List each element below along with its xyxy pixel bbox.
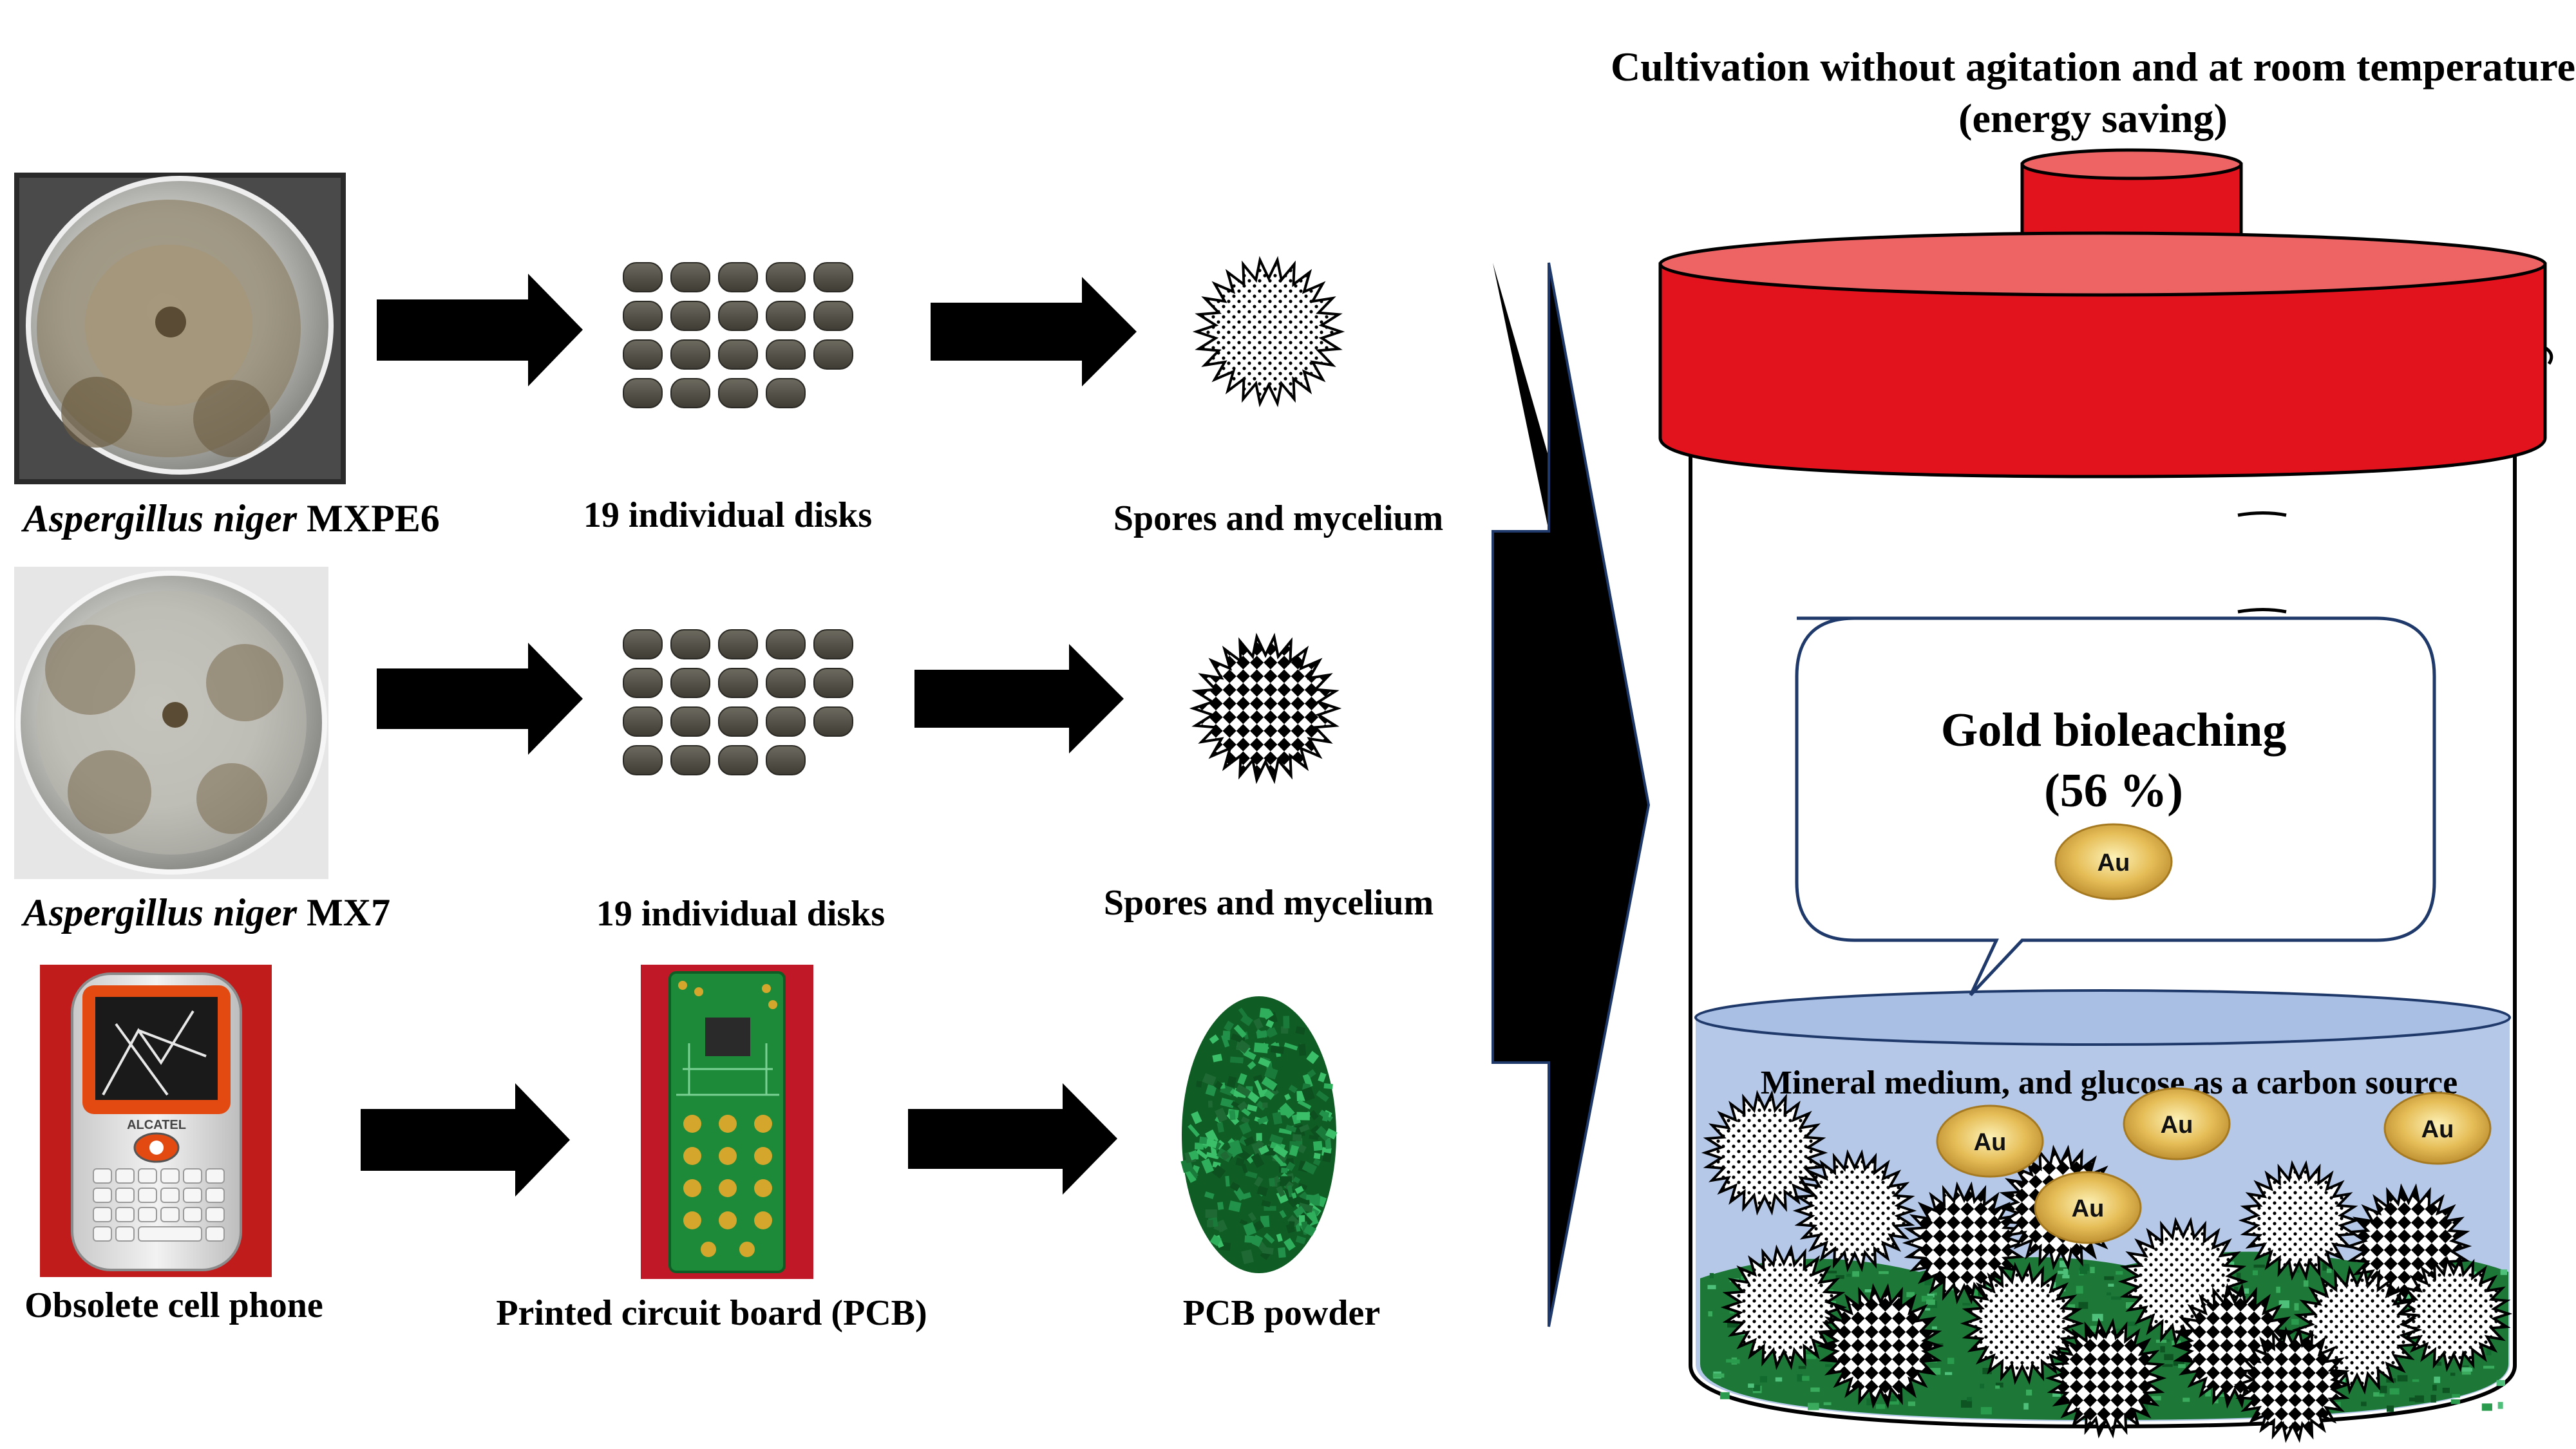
callout-au-label: Au xyxy=(2098,849,2130,876)
reactor-spore xyxy=(1902,1181,2027,1305)
arrow-row2-b xyxy=(914,644,1124,753)
reactor-lid xyxy=(1658,148,2553,478)
reactor-spore xyxy=(2045,1318,2167,1439)
row1-source-label: Aspergillus niger MXPE6 xyxy=(21,497,440,540)
title-line-1: Cultivation without agitation and at roo… xyxy=(1611,44,2575,90)
medium-label: Mineral medium, and glucose as a carbon … xyxy=(1761,1065,2458,1101)
au-label: Au xyxy=(1974,1129,2007,1156)
spore-icon-row1 xyxy=(1192,256,1345,408)
arrow-row1-a xyxy=(377,274,583,386)
gold-particle: Au xyxy=(2123,1087,2231,1160)
title-line-2: (energy saving) xyxy=(1958,95,2228,141)
gold-particle-icon: Au xyxy=(2054,823,2173,900)
row2-middle-label: 19 individual disks xyxy=(596,894,885,934)
row1-strain: MXPE6 xyxy=(307,497,440,540)
lid-top xyxy=(1658,231,2547,297)
au-label: Au xyxy=(2421,1116,2454,1143)
callout-line-2: (56 %) xyxy=(2044,764,2183,817)
au-label: Au xyxy=(2161,1112,2193,1139)
row2-strain: MX7 xyxy=(307,891,390,934)
arrow-row3-b xyxy=(908,1083,1117,1195)
circuit-board-icon xyxy=(668,971,786,1273)
au-label: Au xyxy=(2072,1195,2105,1222)
arrow-row2-a xyxy=(377,643,583,755)
reactor-spore xyxy=(2238,1160,2360,1281)
fungal-disks-row1 xyxy=(623,262,853,408)
row3-end-label: PCB powder xyxy=(1183,1293,1380,1333)
row1-species: Aspergillus niger xyxy=(21,497,298,540)
spore-icon xyxy=(1189,632,1342,784)
petri-dish-mxpe6 xyxy=(14,173,346,484)
reactor-spore xyxy=(1720,1244,1848,1370)
row1-middle-label: 19 individual disks xyxy=(583,495,872,535)
row3-middle-label: Printed circuit board (PCB) xyxy=(496,1293,927,1333)
gold-particle: Au xyxy=(1936,1104,2044,1178)
arrow-row3-a xyxy=(361,1083,570,1197)
pcb-photo xyxy=(641,965,813,1279)
reactor-spore xyxy=(1817,1283,1944,1409)
callout-line-1: Gold bioleaching xyxy=(1941,704,2287,757)
fungal-disks-row2 xyxy=(623,629,853,775)
arrow-row1-b xyxy=(931,277,1137,386)
row2-end-label: Spores and mycelium xyxy=(1104,883,1434,923)
row2-source-label: Aspergillus niger MX7 xyxy=(21,891,390,934)
row1-end-label: Spores and mycelium xyxy=(1113,498,1443,538)
fungal-disk-icon xyxy=(623,629,853,775)
reactor-spore xyxy=(1960,1262,2085,1385)
row2-species: Aspergillus niger xyxy=(21,891,298,934)
gold-particle: Au xyxy=(2383,1092,2492,1165)
spore-icon xyxy=(1192,256,1345,408)
row3-source-label: Obsolete cell phone xyxy=(24,1285,323,1325)
reactor-spore xyxy=(1792,1149,1917,1273)
gold-bioleaching-callout: Gold bioleaching (56 %) Au xyxy=(1795,616,2436,996)
pcb-powder-icon xyxy=(1180,996,1338,1273)
fungal-disk-icon xyxy=(623,262,853,408)
cell-phone-icon: ALCATEL xyxy=(71,972,242,1271)
lid-band xyxy=(1658,262,2547,478)
reactor-spore xyxy=(1701,1090,1828,1216)
cell-phone-photo: ALCATEL xyxy=(40,965,272,1277)
spore-icon-row2 xyxy=(1189,632,1342,784)
gold-particle: Au xyxy=(2034,1171,2142,1244)
phone-brand: ALCATEL xyxy=(127,1118,186,1132)
reactor-spores xyxy=(1701,1090,2513,1443)
reactor-spore xyxy=(2233,1326,2352,1443)
petri-dish-mx7 xyxy=(14,567,328,879)
